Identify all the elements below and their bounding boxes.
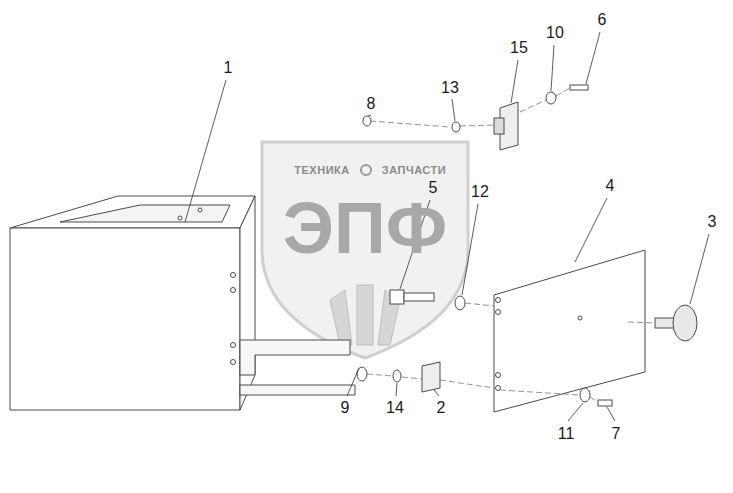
knob: [655, 305, 697, 341]
callout-number: 2: [437, 400, 446, 416]
callout-number: 11: [558, 426, 575, 442]
hinge: [422, 362, 440, 392]
cover-panel: [494, 250, 645, 412]
callout-number: 1: [224, 60, 233, 76]
bolt-and-washers: [357, 290, 612, 406]
callout-number: 10: [546, 25, 564, 41]
watermark-shield: [262, 142, 468, 358]
callout-number: 6: [598, 12, 607, 28]
watermark-text: ЗАПЧАСТИ: [382, 165, 446, 176]
callout-number: 14: [386, 400, 404, 416]
callout-number: 8: [367, 96, 376, 112]
callout-number: 3: [708, 214, 717, 230]
callout-number: 12: [471, 184, 489, 200]
callout-number: 4: [606, 178, 615, 194]
callout-number: 15: [510, 40, 528, 56]
callout-number: 7: [612, 426, 621, 442]
watermark-logo: ЭПФ: [283, 192, 447, 264]
latch-parts: [363, 85, 588, 150]
leader-lines: [185, 32, 709, 421]
panel-holes: [496, 298, 583, 391]
callout-number: 13: [441, 80, 459, 96]
callout-number: 9: [341, 400, 350, 416]
watermark-gear: [361, 165, 371, 175]
watermark-text: ТЕХНИКА: [294, 165, 349, 176]
